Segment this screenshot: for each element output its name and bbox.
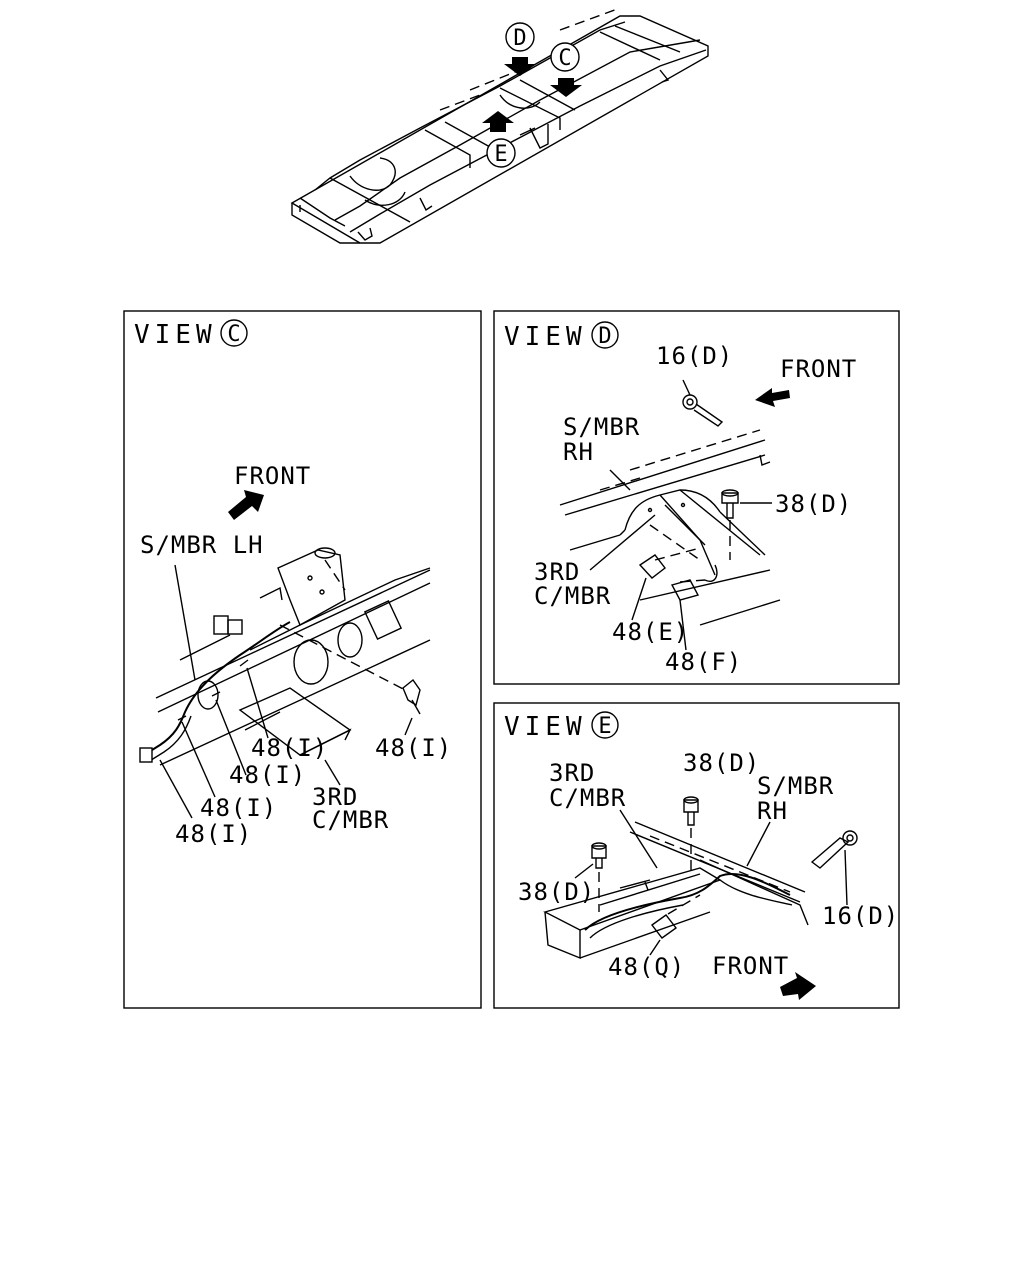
view-d-cross-member-line2: C/MBR: [534, 582, 611, 610]
view-e-side-member-line2: RH: [757, 797, 788, 825]
view-d-title: VIEW D: [504, 321, 619, 352]
svg-text:VIEW: VIEW: [504, 712, 587, 742]
view-e-clip-q-label: 48(Q): [608, 953, 685, 981]
view-e-drawing: [543, 796, 858, 960]
view-c-cross-member-line2: C/MBR: [312, 806, 389, 834]
view-c-clip-label-1: 48(I): [251, 734, 328, 762]
svg-text:VIEW: VIEW: [134, 320, 217, 350]
view-d-front-label: FRONT: [780, 355, 857, 383]
view-marker-e: E: [482, 111, 516, 168]
view-d-side-member-line1: S/MBR: [563, 413, 640, 441]
view-c-clip-label-5: 48(I): [175, 820, 252, 848]
view-e-front-arrow: [780, 972, 816, 1000]
svg-text:C: C: [558, 46, 571, 71]
view-c-front-label: FRONT: [234, 462, 311, 490]
view-e-part-16-label: 16(D): [822, 902, 899, 930]
svg-text:VIEW: VIEW: [504, 322, 587, 352]
view-e-cross-member-line2: C/MBR: [549, 784, 626, 812]
view-d-front-arrow: [755, 388, 790, 407]
svg-text:E: E: [494, 142, 507, 167]
view-c-clip-label-4: 48(I): [200, 794, 277, 822]
view-c-clip-label-3: 48(I): [229, 761, 306, 789]
view-d-part-16-label: 16(D): [656, 342, 733, 370]
view-e-panel: [493, 702, 900, 1009]
view-c-panel: [123, 310, 482, 1009]
view-e-front-label: FRONT: [712, 952, 789, 980]
view-e-side-member-line1: S/MBR: [757, 772, 834, 800]
view-e-part-38-left-label: 38(D): [518, 878, 595, 906]
svg-text:D: D: [598, 324, 611, 349]
view-e-title: VIEW E: [504, 711, 619, 742]
view-d-clip-f-label: 48(F): [665, 648, 742, 676]
view-d-cross-member-line1: 3RD: [534, 558, 580, 586]
view-c-title: VIEW C: [134, 319, 248, 350]
view-e-part-38-top-label: 38(D): [683, 749, 760, 777]
svg-text:E: E: [598, 714, 611, 739]
svg-text:D: D: [513, 26, 526, 51]
view-c-drawing: [139, 547, 431, 819]
view-c-side-member-label: S/MBR LH: [140, 531, 264, 559]
view-marker-d: D: [504, 22, 536, 76]
view-d-drawing: [559, 379, 781, 651]
view-d-clip-e-label: 48(E): [612, 618, 689, 646]
view-c-cross-member-line1: 3RD: [312, 783, 358, 811]
view-d-part-38-label: 38(D): [775, 490, 852, 518]
view-c-front-arrow: [228, 490, 264, 520]
view-d-side-member-line2: RH: [563, 438, 594, 466]
view-c-clip-label-2: 48(I): [375, 734, 452, 762]
view-d-panel: [493, 310, 900, 685]
view-marker-c: C: [550, 42, 582, 97]
view-e-cross-member-line1: 3RD: [549, 759, 595, 787]
svg-text:C: C: [227, 322, 240, 347]
